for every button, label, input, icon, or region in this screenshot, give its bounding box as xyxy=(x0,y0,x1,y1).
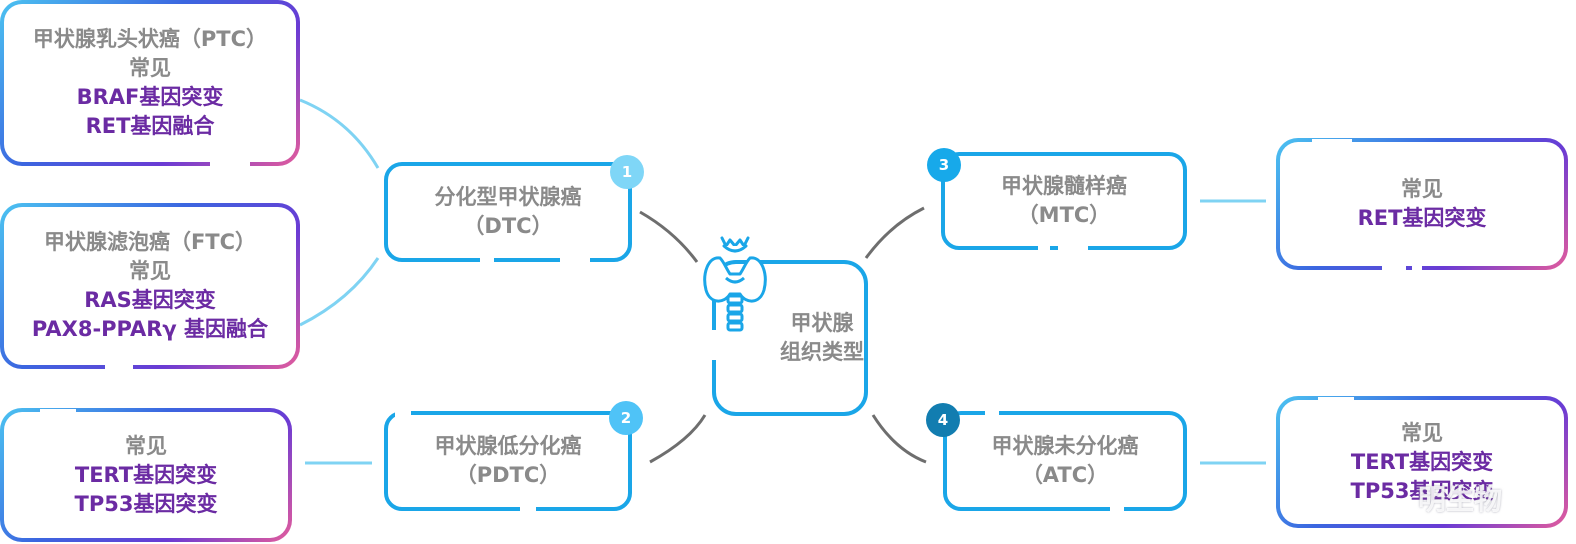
type-name-dtc: 分化型甲状腺癌 xyxy=(435,183,582,212)
watermark: 明生物 xyxy=(1418,478,1502,518)
border-gap xyxy=(712,330,718,360)
connector-center-pdtc xyxy=(650,415,705,462)
border-gap xyxy=(40,409,76,415)
badge-4: 4 xyxy=(926,403,960,437)
border-gap xyxy=(560,258,590,264)
thyroid-icon xyxy=(700,234,770,334)
type-box-pdtc: 甲状腺低分化癌 （PDTC） xyxy=(384,411,632,511)
detail-box-ptc: 甲状腺乳头状癌（PTC） 常见 BRAF基因突变 RET基因融合 xyxy=(0,0,300,166)
atc-item: TERT基因突变 xyxy=(1351,448,1493,477)
type-name-mtc: 甲状腺髓样癌 xyxy=(1001,172,1127,201)
detail-box-mtc: 常见 RET基因突变 xyxy=(1276,138,1568,270)
border-gap xyxy=(985,411,999,417)
border-gap xyxy=(520,507,536,513)
ptc-title: 甲状腺乳头状癌（PTC） xyxy=(33,25,267,54)
atc-common-label: 常见 xyxy=(1401,419,1443,448)
ftc-common-label: 常见 xyxy=(129,257,171,286)
ftc-item: PAX8-PPARγ 基因融合 xyxy=(32,315,268,344)
pdtc-item: TP53基因突变 xyxy=(75,490,218,519)
type-name-pdtc: 甲状腺低分化癌 xyxy=(435,432,582,461)
connector-center-atc xyxy=(873,415,926,462)
type-abbr-pdtc: （PDTC） xyxy=(456,461,561,490)
type-box-dtc: 分化型甲状腺癌 （DTC） xyxy=(384,162,632,262)
connector-center-mtc xyxy=(866,208,924,258)
ftc-title: 甲状腺滤泡癌（FTC） xyxy=(44,228,256,257)
pdtc-common-label: 常见 xyxy=(125,432,167,461)
badge-3: 3 xyxy=(927,148,961,182)
border-gap xyxy=(480,258,494,264)
pdtc-item: TERT基因突变 xyxy=(75,461,217,490)
ptc-item: RET基因融合 xyxy=(86,112,215,141)
type-box-atc: 甲状腺未分化癌 （ATC） xyxy=(943,411,1187,511)
border-gap xyxy=(1318,397,1354,403)
border-gap xyxy=(1412,265,1422,271)
mtc-item: RET基因突变 xyxy=(1358,204,1487,233)
type-abbr-mtc: （MTC） xyxy=(1018,201,1111,230)
border-gap xyxy=(1110,507,1124,513)
badge-1: 1 xyxy=(610,155,644,189)
connector-ptc-dtc xyxy=(300,100,378,168)
center-title-line1: 甲状腺 xyxy=(791,309,854,338)
type-name-atc: 甲状腺未分化癌 xyxy=(992,432,1139,461)
border-gap xyxy=(105,364,133,370)
type-abbr-dtc: （DTC） xyxy=(463,212,552,241)
border-gap xyxy=(395,411,411,417)
detail-box-pdtc: 常见 TERT基因突变 TP53基因突变 xyxy=(0,408,292,542)
connector-center-dtc xyxy=(640,212,697,262)
badge-2: 2 xyxy=(609,401,643,435)
border-gap xyxy=(1382,265,1406,271)
center-title-line2: 组织类型 xyxy=(780,338,864,367)
border-gap xyxy=(1038,246,1050,252)
ptc-common-label: 常见 xyxy=(129,54,171,83)
border-gap xyxy=(210,161,250,167)
mtc-common-label: 常见 xyxy=(1401,175,1443,204)
ftc-item: RAS基因突变 xyxy=(84,286,216,315)
type-abbr-atc: （ATC） xyxy=(1022,461,1108,490)
connector-ftc-dtc xyxy=(300,258,378,325)
border-gap xyxy=(1058,246,1088,252)
type-box-mtc: 甲状腺髓样癌 （MTC） xyxy=(941,152,1187,250)
ptc-item: BRAF基因突变 xyxy=(77,83,224,112)
border-gap xyxy=(1312,139,1352,145)
detail-box-ftc: 甲状腺滤泡癌（FTC） 常见 RAS基因突变 PAX8-PPARγ 基因融合 xyxy=(0,203,300,369)
